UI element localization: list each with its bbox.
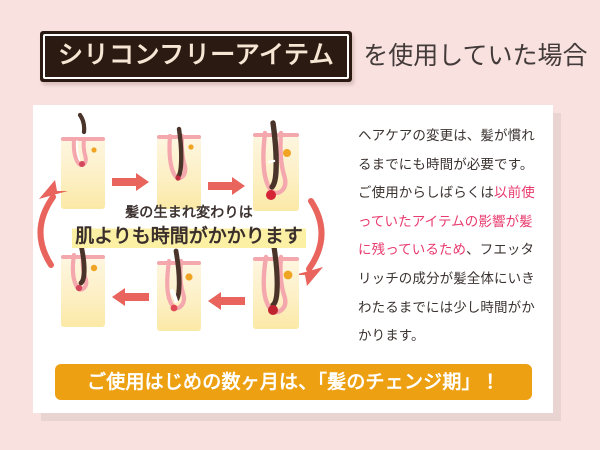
cycle-panel-2 <box>157 126 201 209</box>
body-segment-highlight: 以前使っていたアイテムの影響が髪に残っているため <box>358 185 535 258</box>
body-segment-plain-1: ヘアケアの変更は、髪が慣れるまでにも時間が必要です。ご使用からしばらくは <box>358 128 535 201</box>
cycle-panel-6 <box>253 244 299 329</box>
arrow-curve-right <box>294 198 325 286</box>
cycle-panel-3 <box>253 120 299 211</box>
body-paragraph: ヘアケアの変更は、髪が慣れるまでにも時間が必要です。ご使用からしばらくは以前使っ… <box>358 122 540 351</box>
arrow-panel1-to-panel2 <box>112 173 149 191</box>
cycle-panel-5 <box>157 248 201 331</box>
body-segment-plain-2: 、フエッタリッチの成分が髪全体にいきわたるまでには少し時間がかかります。 <box>358 242 535 344</box>
header-badge-label: シリコンフリーアイテム <box>58 40 335 69</box>
arrow-panel6-to-panel5 <box>208 292 245 310</box>
arrow-curve-left <box>37 180 68 268</box>
change-period-banner: ご使用はじめの数ヶ月は、「髪のチェンジ期」！ <box>55 364 532 400</box>
header-suffix-text: を使用していた場合 <box>363 41 588 70</box>
header-badge: シリコンフリーアイテム <box>40 30 353 82</box>
cycle-panel-4 <box>61 242 105 327</box>
change-period-banner-label: ご使用はじめの数ヶ月は、「髪のチェンジ期」！ <box>87 371 500 393</box>
hair-cycle-illustration <box>37 112 325 331</box>
content-card: 髪の生まれ変わりは 肌よりも時間がかかります ヘアケアの変更は、髪が慣れるまでに… <box>33 105 553 413</box>
cycle-panel-1 <box>61 112 105 209</box>
arrow-panel5-to-panel4 <box>112 288 149 306</box>
arrow-panel2-to-panel3 <box>208 177 245 195</box>
hair-growth-cycle-diagram: 髪の生まれ変わりは 肌よりも時間がかかります <box>33 105 343 357</box>
header: シリコンフリーアイテム を使用していた場合 <box>0 24 600 88</box>
header-badge-inner-border: シリコンフリーアイテム <box>43 33 350 79</box>
